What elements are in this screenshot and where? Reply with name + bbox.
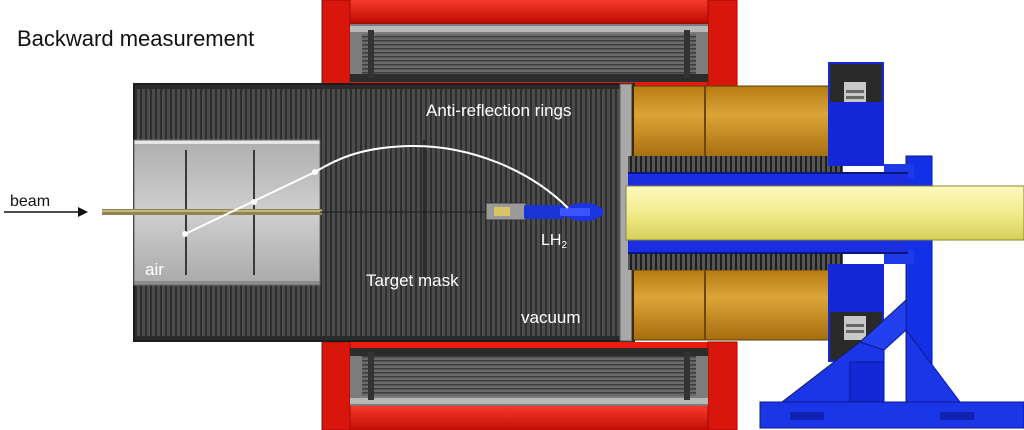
air-label: air: [145, 260, 164, 279]
trajectory-point: [312, 169, 318, 175]
target-mask-label: Target mask: [366, 271, 459, 290]
lh2-target: [485, 202, 603, 221]
beam-pipe: [625, 185, 1024, 241]
diagram-title: Backward measurement: [17, 26, 255, 51]
beam-line: [102, 209, 492, 215]
lh2-label-main: LH: [541, 232, 562, 249]
magnet-yoke-top: [321, 0, 738, 89]
anti-reflection-rings-label: Anti-reflection rings: [426, 101, 572, 120]
blue-inner-tube: [628, 172, 908, 254]
beam-label: beam: [10, 193, 51, 210]
vacuum-label: vacuum: [521, 308, 581, 327]
lh2-label: LH2: [541, 233, 567, 251]
scattered-trajectory: [182, 144, 569, 237]
beam-arrow: [4, 207, 88, 217]
lh2-label-subscript: 2: [561, 240, 568, 251]
magnet-yoke-bottom: [321, 341, 738, 430]
trajectory-point: [251, 199, 257, 205]
trajectory-point: [182, 231, 188, 237]
